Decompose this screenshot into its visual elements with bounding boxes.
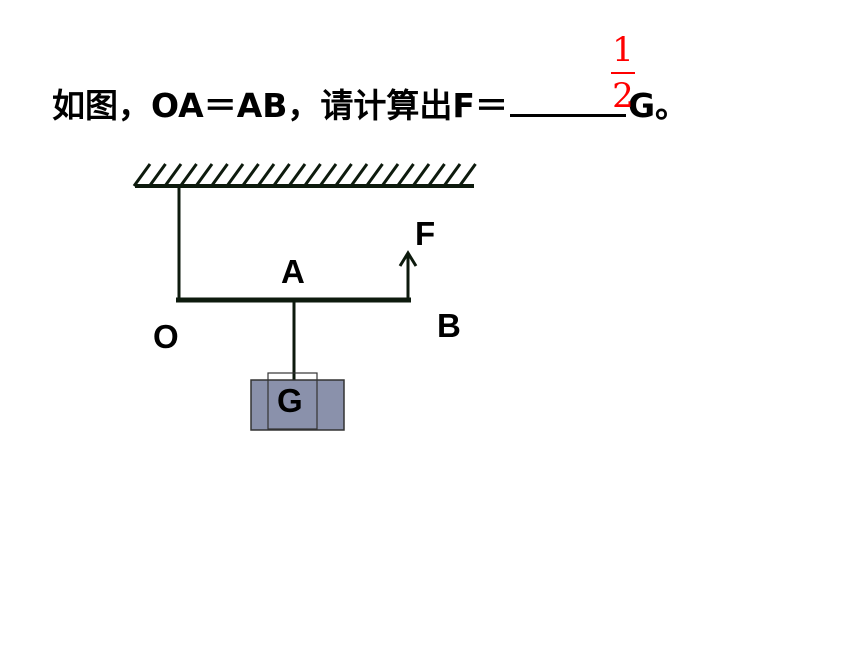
question-prefix: 如图，OA＝AB，请计算出F＝ [52, 86, 508, 125]
answer-numerator: 1 [612, 30, 634, 70]
answer-fraction: 1 2 [608, 30, 638, 116]
hatch-line [287, 163, 307, 187]
hatch-line [194, 163, 214, 187]
hatch-line [225, 163, 245, 187]
ceiling-hatching [132, 163, 477, 187]
answer-denominator: 2 [612, 76, 634, 116]
weight-block [250, 372, 345, 431]
hatch-line [241, 163, 260, 187]
force-arrow [398, 250, 418, 300]
force-arrow-head [398, 250, 418, 267]
hatch-line [334, 163, 353, 187]
hatch-line [427, 163, 446, 187]
hatch-line [411, 163, 431, 187]
hatch-line [272, 163, 291, 187]
ceiling [132, 163, 477, 188]
fraction-bar [611, 72, 635, 74]
hatch-line [442, 163, 462, 187]
label-f: F [415, 215, 435, 252]
hatch-line [396, 163, 415, 187]
hatch-line [210, 163, 229, 187]
hatch-line [179, 163, 198, 187]
hatch-line [380, 163, 400, 187]
question-suffix: G。 [627, 86, 689, 125]
hatch-line [458, 163, 477, 187]
hatch-line [256, 163, 276, 187]
hatch-line [148, 163, 167, 187]
question-text: 如图，OA＝AB，请计算出F＝ G。 [52, 84, 688, 126]
hatch-line [365, 163, 384, 187]
hatch-line [318, 163, 338, 187]
answer-blank [509, 84, 626, 117]
weight-outer [250, 379, 345, 431]
weight-inner [267, 372, 318, 430]
hatch-line [349, 163, 369, 187]
label-g: G [277, 382, 303, 419]
hatch-line [303, 163, 322, 187]
hatch-line [163, 163, 183, 187]
label-b: B [437, 307, 461, 344]
label-a: A [281, 253, 305, 290]
label-o: O [153, 318, 179, 355]
hatch-line [132, 163, 152, 187]
